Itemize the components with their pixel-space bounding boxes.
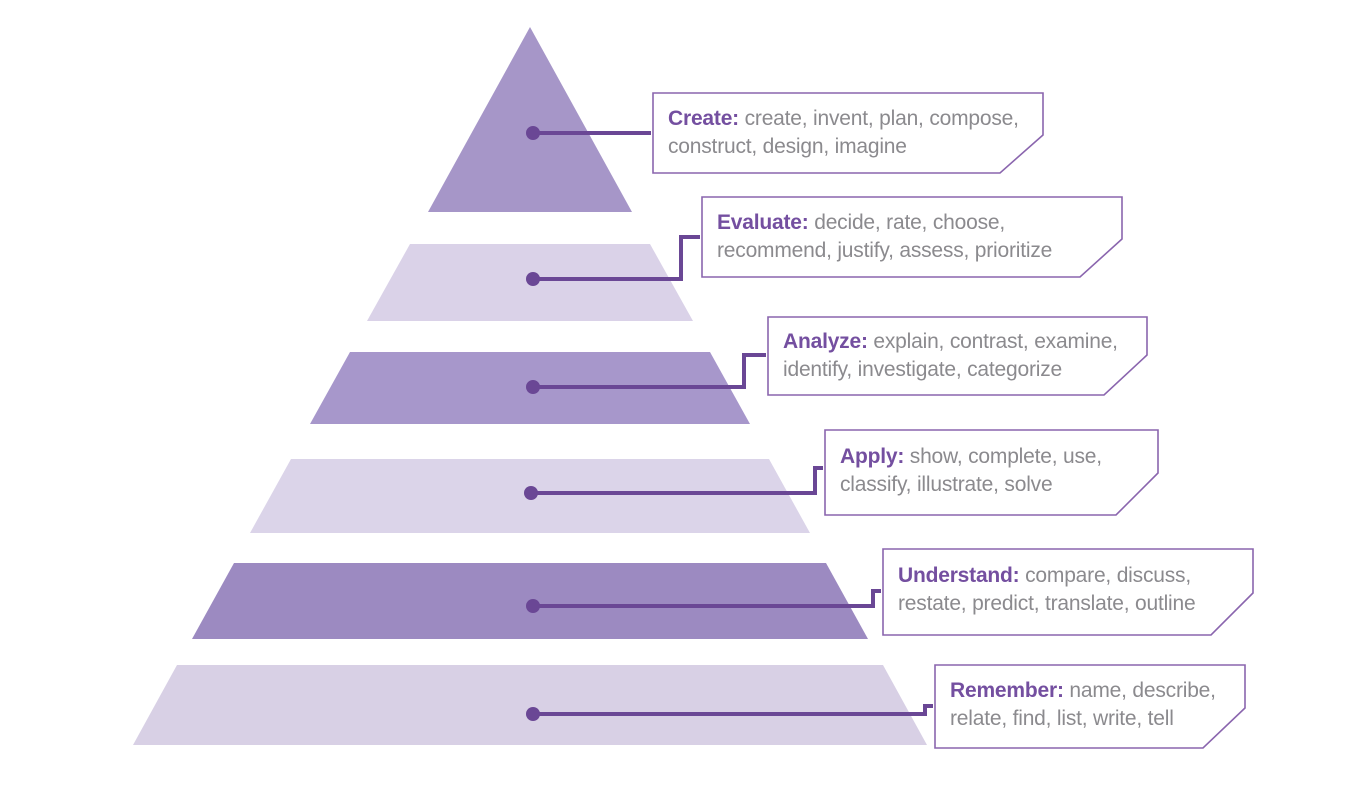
callout-apply-verbs-line2: classify, illustrate, solve bbox=[840, 473, 1053, 496]
callout-box-understand bbox=[882, 548, 1254, 636]
connector-line-apply bbox=[531, 466, 823, 495]
callout-evaluate: Evaluate: decide, rate, choose, recommen… bbox=[717, 209, 1052, 265]
callout-evaluate-verbs-line1: decide, rate, choose, bbox=[814, 211, 1005, 234]
connector-line-analyze bbox=[533, 353, 766, 389]
callout-create-verbs-line1: create, invent, plan, compose, bbox=[744, 107, 1019, 130]
pyramid-level-create-shape bbox=[428, 27, 632, 212]
callout-analyze: Analyze: explain, contrast, examine, ide… bbox=[783, 328, 1118, 384]
connector-dot-understand bbox=[526, 599, 540, 613]
pyramid-level-remember-shape bbox=[133, 665, 927, 745]
callout-apply-verbs-line1: show, complete, use, bbox=[909, 445, 1102, 468]
callout-analyze-verbs-line1: explain, contrast, examine, bbox=[873, 330, 1118, 353]
callout-remember-label: Remember: bbox=[950, 679, 1064, 702]
callout-create-label: Create: bbox=[668, 107, 739, 130]
callout-box-apply bbox=[824, 429, 1159, 516]
connector-line-understand bbox=[533, 589, 881, 608]
callout-create-verbs-line2: construct, design, imagine bbox=[668, 135, 907, 158]
callout-understand: Understand: compare, discuss, restate, p… bbox=[898, 562, 1196, 618]
callout-evaluate-label: Evaluate: bbox=[717, 211, 809, 234]
callout-analyze-label: Analyze: bbox=[783, 330, 868, 353]
callout-understand-label: Understand: bbox=[898, 564, 1020, 587]
callout-box-remember bbox=[934, 664, 1246, 749]
callout-remember-verbs-line1: name, describe, bbox=[1069, 679, 1216, 702]
connector-line-evaluate bbox=[533, 235, 700, 281]
callout-box-evaluate bbox=[701, 196, 1123, 278]
callout-remember-verbs-line2: relate, find, list, write, tell bbox=[950, 707, 1174, 730]
callout-understand-verbs-line2: restate, predict, translate, outline bbox=[898, 592, 1196, 615]
callout-evaluate-verbs-line2: recommend, justify, assess, prioritize bbox=[717, 239, 1053, 262]
callout-analyze-verbs-line2: identify, investigate, categorize bbox=[783, 358, 1063, 381]
callout-apply-label: Apply: bbox=[840, 445, 905, 468]
connector-dot-analyze bbox=[526, 380, 540, 394]
connector-dot-apply bbox=[524, 486, 538, 500]
connector-dot-create bbox=[526, 126, 540, 140]
connector-dot-remember bbox=[526, 707, 540, 721]
connector-dot-evaluate bbox=[526, 272, 540, 286]
connector-line-remember bbox=[533, 704, 933, 716]
callout-create: Create: create, invent, plan, compose, c… bbox=[668, 105, 1019, 161]
callout-understand-verbs-line1: compare, discuss, bbox=[1025, 564, 1191, 587]
callout-apply: Apply: show, complete, use, classify, il… bbox=[840, 443, 1102, 499]
callout-remember: Remember: name, describe, relate, find, … bbox=[950, 677, 1216, 733]
callout-box-create bbox=[652, 92, 1044, 174]
callout-box-analyze bbox=[767, 316, 1148, 396]
